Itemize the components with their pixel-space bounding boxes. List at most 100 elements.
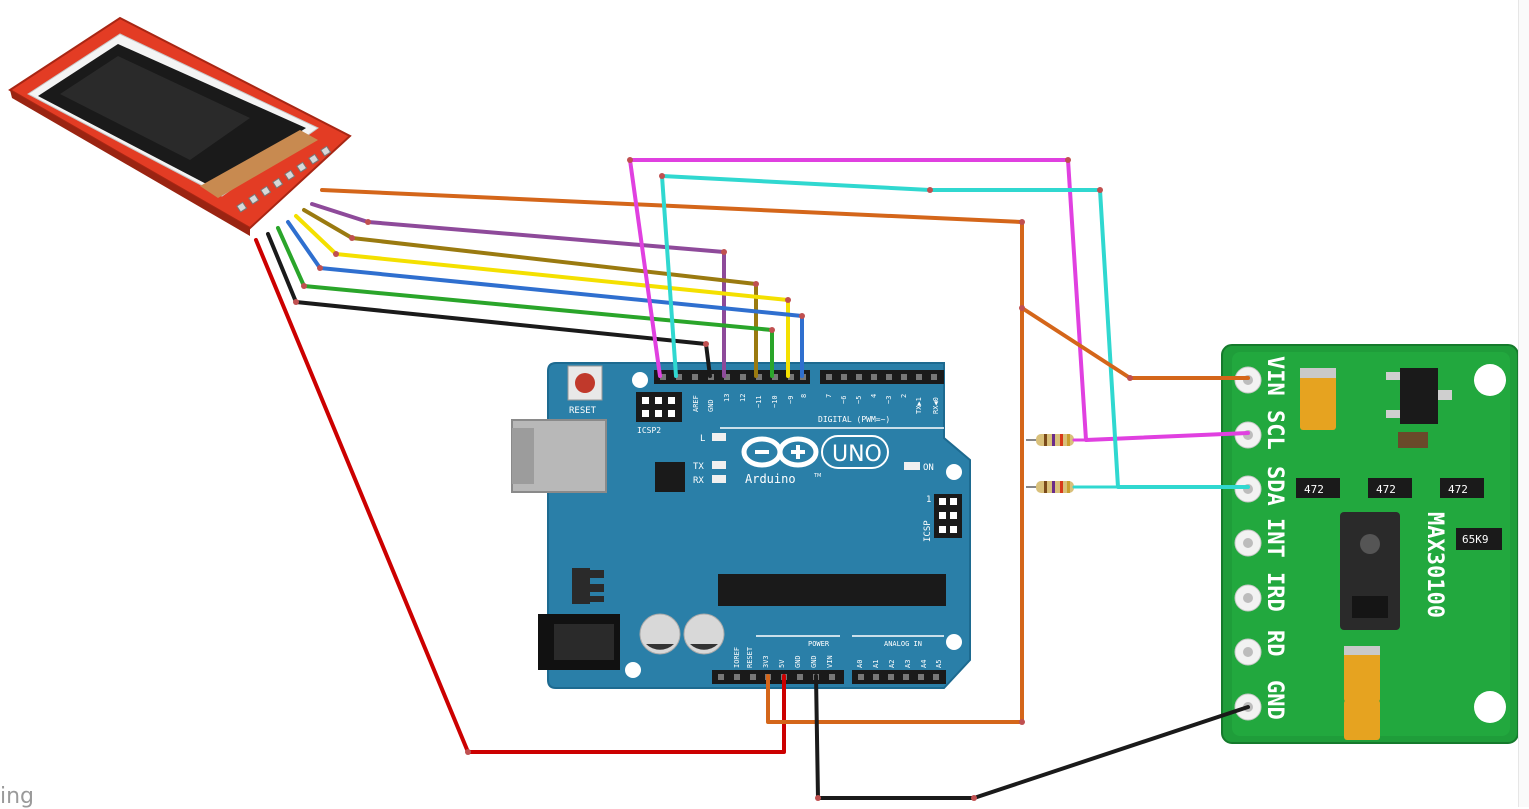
reset-button-cap[interactable] [575, 373, 595, 393]
svg-text:A5: A5 [935, 660, 943, 668]
svg-text:4: 4 [870, 394, 878, 398]
wire-purple [310, 202, 726, 378]
arduino-tm: TM [813, 473, 821, 479]
svg-text:A0: A0 [856, 660, 864, 668]
svg-text:~3: ~3 [885, 396, 893, 404]
smd-resistors: 472 472 472 [1296, 432, 1484, 498]
svg-text:472: 472 [1376, 483, 1396, 496]
regulator-tab [590, 570, 604, 578]
svg-text:472: 472 [1304, 483, 1324, 496]
svg-text:IRD: IRD [1262, 572, 1287, 612]
uno-badge [821, 435, 889, 469]
power-pin-labels: IOREF RESET 3V3 5V GND GND VIN [733, 646, 834, 668]
icsp2-pins [642, 397, 675, 417]
sensor-mount-hole [1474, 691, 1506, 723]
svg-text:TX▶1: TX▶1 [915, 397, 923, 414]
digital-label: DIGITAL (PWM=~) [818, 415, 890, 424]
wire-bend-points [293, 157, 1133, 801]
led-rx [712, 475, 726, 483]
svg-text:~9: ~9 [787, 396, 795, 404]
svg-text:472: 472 [1448, 483, 1468, 496]
right-edge-bar [1518, 0, 1529, 807]
led-tx-label: TX [693, 462, 704, 472]
led-l-label: L [700, 434, 705, 444]
wire-green [276, 226, 774, 378]
sensor-name: MAX30100 [1422, 512, 1447, 618]
svg-text:A3: A3 [904, 660, 912, 668]
icsp-label: ICSP [923, 520, 933, 542]
power-header [712, 670, 844, 684]
svg-text:A2: A2 [888, 660, 896, 668]
svg-text:8: 8 [800, 394, 808, 398]
svg-text:12: 12 [739, 394, 747, 402]
wire-orange-vin [1020, 306, 1250, 380]
led-tx [712, 461, 726, 469]
tantalum-cap [1344, 646, 1380, 702]
icsp2-label: ICSP2 [637, 426, 661, 435]
usb-chip [655, 462, 685, 492]
svg-text:65K9: 65K9 [1462, 533, 1489, 546]
wire-black-gnd [814, 674, 1250, 800]
svg-text:RX◀0: RX◀0 [932, 397, 940, 414]
svg-text:GND: GND [794, 655, 802, 668]
tft-ribbon [200, 130, 318, 198]
svg-text:RD: RD [1262, 630, 1287, 657]
arduino-logo: UNO Arduino TM [741, 435, 889, 486]
analog-pin-labels: A0 A1 A2 A3 A4 A5 [856, 660, 943, 668]
icsp-pin1-label: 1 [926, 495, 931, 505]
svg-text:GND: GND [810, 655, 818, 668]
pullup-resistors [1026, 434, 1074, 493]
svg-text:INT: INT [1262, 518, 1287, 558]
arduino-pcb [547, 362, 971, 689]
wire-black-tft [266, 232, 712, 378]
svg-text:~5: ~5 [855, 396, 863, 404]
icsp2-header [636, 392, 682, 422]
led-l [712, 433, 726, 441]
tft-display-module [8, 16, 352, 236]
usb-connector-inner [512, 428, 534, 484]
svg-text:13: 13 [723, 394, 731, 402]
mount-hole [946, 634, 962, 650]
wire-red [254, 238, 786, 754]
sensor-regulator [1400, 368, 1438, 424]
sensor-mount-hole [1474, 364, 1506, 396]
svg-text:SDA: SDA [1262, 466, 1287, 506]
max30100-sensor-board: VIN SCL SDA INT IRD RD GND 472 472 472 [1221, 344, 1519, 744]
svg-text:~10: ~10 [771, 395, 779, 408]
reset-label: RESET [569, 406, 597, 416]
svg-text:A4: A4 [920, 660, 928, 668]
svg-text:~6: ~6 [840, 396, 848, 404]
digital-pin-labels: AREF GND 13 12 ~11 ~10 ~9 8 7 ~6 ~5 4 ~3… [692, 394, 940, 414]
wire-yellow [294, 214, 790, 378]
svg-text:RESET: RESET [746, 646, 754, 668]
wire-blue [286, 220, 804, 378]
tantalum-cap [1300, 368, 1336, 430]
logo-infinity-right [777, 436, 819, 468]
icsp-header [934, 494, 962, 538]
svg-text:VIN: VIN [1262, 356, 1287, 396]
sensor-small-chip [1456, 528, 1502, 550]
led-rx-label: RX [693, 476, 704, 486]
svg-text:GND: GND [1262, 680, 1287, 720]
regulator [572, 568, 590, 604]
power-jack-inner [554, 624, 614, 660]
sensor-pin-labels: VIN SCL SDA INT IRD RD GND [1262, 356, 1287, 720]
svg-text:VIN: VIN [826, 655, 834, 668]
led-on [904, 462, 920, 470]
tft-pcb-shadow [10, 90, 250, 236]
tft-screen-glare [60, 56, 250, 160]
uno-model: UNO [832, 442, 882, 467]
wire-cyan-sda [660, 174, 1250, 489]
svg-text:3V3: 3V3 [762, 655, 770, 668]
svg-text:~11: ~11 [755, 395, 763, 408]
svg-text:2: 2 [900, 394, 908, 398]
analog-label: ANALOG IN [884, 640, 922, 648]
svg-text:AREF: AREF [692, 395, 700, 412]
digital-header-right [820, 370, 944, 384]
mount-hole [946, 464, 962, 480]
svg-text:GND: GND [707, 399, 715, 412]
mount-hole [632, 372, 648, 388]
svg-text:SCL: SCL [1262, 410, 1287, 450]
tantalum-cap [1344, 700, 1380, 740]
